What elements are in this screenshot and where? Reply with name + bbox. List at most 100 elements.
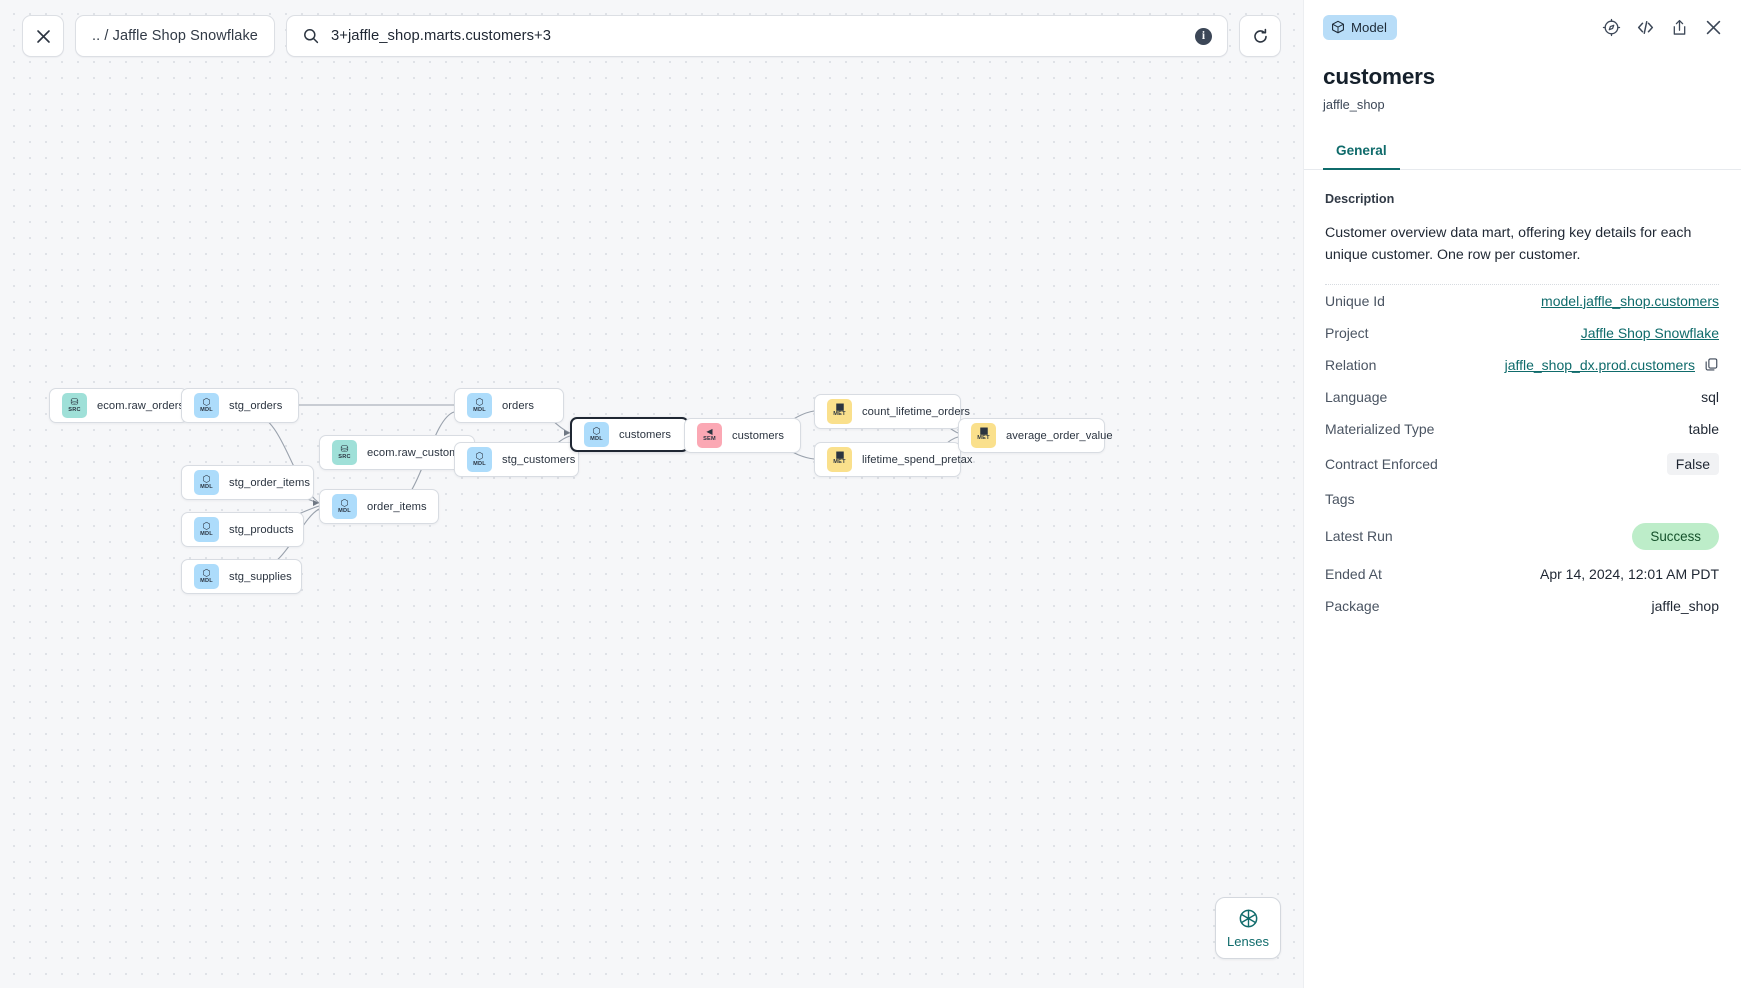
breadcrumb-label: .. / Jaffle Shop Snowflake <box>92 28 258 44</box>
resource-type-label: Model <box>1351 19 1387 35</box>
lineage-node-label: average_order_value <box>1006 429 1113 442</box>
lenses-label: Lenses <box>1227 933 1269 949</box>
panel-tabs: General <box>1304 137 1741 170</box>
description-text: Customer overview data mart, offering ke… <box>1325 225 1692 264</box>
met-badge-icon: ██MET <box>971 423 996 448</box>
mdl-badge-icon: ⬡MDL <box>194 517 219 542</box>
lineage-node-stg_order_items[interactable]: ⬡MDL stg_order_items <box>181 465 314 500</box>
lineage-node-label: stg_customers <box>502 453 576 466</box>
resource-type-chip[interactable]: Model <box>1323 14 1397 40</box>
lineage-node-order_items[interactable]: ⬡MDL order_items <box>319 489 439 524</box>
field-row: Materialized Type table <box>1325 413 1719 445</box>
refresh-button[interactable] <box>1239 15 1281 57</box>
explore-button[interactable] <box>1599 15 1623 39</box>
share-icon <box>1673 19 1685 35</box>
field-row: Tags <box>1325 483 1719 515</box>
lineage-node-lifetime_spend_pretax[interactable]: ██MET lifetime_spend_pretax <box>814 442 972 477</box>
lineage-node-label: stg_orders <box>229 399 283 412</box>
tab-general[interactable]: General <box>1323 137 1400 170</box>
copy-icon[interactable] <box>1704 357 1719 372</box>
field-row: Ended At Apr 14, 2024, 12:01 AM PDT <box>1325 558 1719 590</box>
search-input[interactable] <box>330 28 1183 44</box>
close-icon <box>36 29 50 43</box>
src-badge-icon: ⛁SRC <box>62 393 87 418</box>
field-row: Relation jaffle_shop_dx.prod.customers <box>1325 349 1719 381</box>
close-icon <box>1706 20 1720 34</box>
lineage-node-label: ecom.raw_orders <box>97 399 185 412</box>
field-value-link[interactable]: jaffle_shop_dx.prod.customers <box>1504 356 1695 373</box>
share-button[interactable] <box>1667 15 1691 39</box>
met-badge-icon: ██MET <box>827 447 852 472</box>
mdl-badge-icon: ⬡MDL <box>194 393 219 418</box>
field-row: Package jaffle_shop <box>1325 590 1719 622</box>
field-key: Unique Id <box>1325 292 1385 309</box>
breadcrumb[interactable]: .. / Jaffle Shop Snowflake <box>75 15 275 57</box>
field-value: False <box>1666 452 1719 475</box>
view-code-button[interactable] <box>1633 15 1657 39</box>
field-row: Latest Run Success <box>1325 515 1719 558</box>
field-value-link[interactable]: Jaffle Shop Snowflake <box>1580 324 1719 341</box>
panel-title-block: customers jaffle_shop <box>1304 54 1741 112</box>
lineage-node-stg_products[interactable]: ⬡MDL stg_products <box>181 512 304 547</box>
field-value: Apr 14, 2024, 12:01 AM PDT <box>1540 565 1719 582</box>
close-button[interactable] <box>22 15 64 57</box>
status-badge: Success <box>1632 522 1719 550</box>
mdl-badge-icon: ⬡MDL <box>194 470 219 495</box>
lineage-node-stg_customers[interactable]: ⬡MDL stg_customers <box>454 442 579 477</box>
mdl-badge-icon: ⬡MDL <box>584 422 609 447</box>
field-key: Relation <box>1325 356 1377 373</box>
field-value: jaffle_shop <box>1651 597 1719 614</box>
close-panel-button[interactable] <box>1701 15 1725 39</box>
field-key: Language <box>1325 388 1388 405</box>
page-title: customers <box>1323 64 1435 89</box>
top-toolbar: .. / Jaffle Shop Snowflake i <box>0 0 1303 72</box>
divider <box>1325 283 1719 285</box>
field-row: Unique Id model.jaffle_shop.customers <box>1325 285 1719 317</box>
lineage-node-ecom_raw_orders[interactable]: ⛁SRC ecom.raw_orders <box>49 388 188 423</box>
search-icon <box>304 29 319 44</box>
page-subtitle: jaffle_shop <box>1323 97 1385 112</box>
lineage-node-label: stg_order_items <box>229 476 310 489</box>
aperture-icon <box>1239 909 1257 927</box>
compass-icon <box>1602 18 1620 36</box>
field-value-link[interactable]: model.jaffle_shop.customers <box>1541 292 1719 309</box>
lineage-node-label: order_items <box>367 500 427 513</box>
field-key: Ended At <box>1325 565 1382 582</box>
panel-header: Model <box>1304 0 1741 54</box>
search-bar[interactable]: i <box>285 15 1228 57</box>
lineage-node-label: stg_products <box>229 523 294 536</box>
lineage-node-label: stg_supplies <box>229 570 292 583</box>
mdl-badge-icon: ⬡MDL <box>467 447 492 472</box>
lineage-node-label: lifetime_spend_pretax <box>862 453 973 466</box>
mdl-badge-icon: ⬡MDL <box>467 393 492 418</box>
field-value: table <box>1688 420 1719 437</box>
lineage-node-average_order_value[interactable]: ██MET average_order_value <box>958 418 1113 453</box>
code-icon <box>1637 20 1653 34</box>
field-value-group: jaffle_shop_dx.prod.customers <box>1505 357 1719 373</box>
field-key: Latest Run <box>1325 528 1393 545</box>
lineage-node-customers_sem[interactable]: ◀SEM customers <box>684 418 801 453</box>
lineage-node-label: customers <box>732 429 785 442</box>
lineage-node-stg_orders[interactable]: ⬡MDL stg_orders <box>181 388 299 423</box>
details-panel: Model <box>1303 0 1741 988</box>
field-key: Materialized Type <box>1325 420 1435 437</box>
info-icon[interactable]: i <box>1195 27 1212 45</box>
field-value: sql <box>1701 388 1719 405</box>
mdl-badge-icon: ⬡MDL <box>332 494 357 519</box>
field-key: Package <box>1325 597 1380 614</box>
lenses-button[interactable]: Lenses <box>1215 897 1281 959</box>
lineage-node-customers_model[interactable]: ⬡MDL customers <box>570 417 689 452</box>
panel-body: Description Customer overview data mart,… <box>1304 170 1741 988</box>
lineage-node-label: customers <box>619 428 672 441</box>
sem-badge-icon: ◀SEM <box>697 423 722 448</box>
